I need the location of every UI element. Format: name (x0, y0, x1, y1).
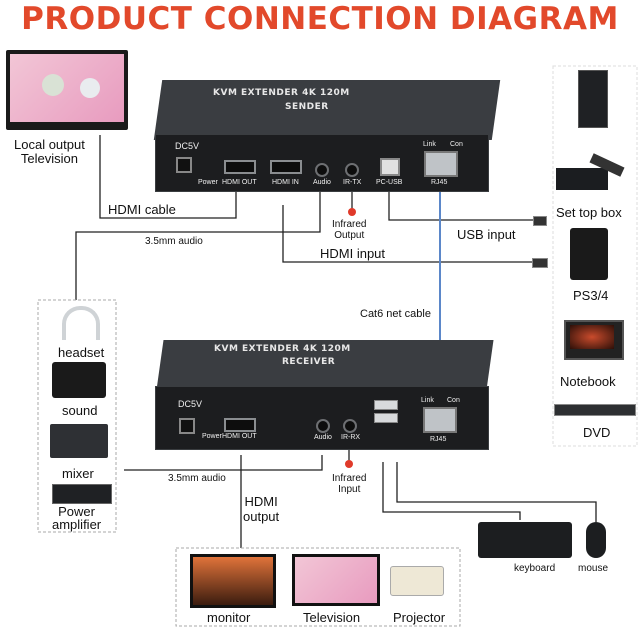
hdmi-input-label: HDMI input (320, 246, 386, 261)
local-tv (6, 50, 128, 130)
bottom-device-label-0: monitor (207, 610, 251, 625)
sender-rj45-label: RJ45 (431, 179, 448, 186)
cat6-label: Cat6 net cable (360, 308, 431, 320)
left-device-label-2: mixer (62, 466, 94, 481)
left-device-label-1: sound (62, 403, 98, 418)
right-device-label-1: PS3/4 (573, 288, 609, 303)
speakers-icon (52, 362, 106, 398)
pc-tower-icon (578, 70, 608, 128)
sender-title: KVM EXTENDER 4K 120M (213, 88, 350, 98)
sender-hdmi-out-label: HDMI OUT (222, 179, 257, 186)
sender-subtitle: SENDER (285, 102, 329, 112)
left-device-label-3: Power amplifier (52, 504, 102, 532)
sender-hdmi-out-port (224, 160, 256, 174)
peripheral-label-1: mouse (578, 563, 609, 574)
receiver-title: KVM EXTENDER 4K 120M (214, 344, 351, 354)
sender-ir-jack (345, 163, 359, 177)
sender-audio-label: Audio (313, 179, 331, 186)
receiver-audio-label: Audio (314, 434, 332, 441)
sender-pcusb-label: PC-USB (376, 179, 403, 186)
receiver-power-label: Power (202, 433, 222, 440)
projector-icon (390, 566, 444, 596)
receiver-ir-emitter (345, 460, 353, 468)
peripheral-label-0: keyboard (514, 563, 556, 574)
bottom-device-label-1: Television (303, 610, 361, 625)
headset-icon (62, 306, 100, 340)
sender-audio-jack (315, 163, 329, 177)
mouse-icon (586, 522, 606, 558)
receiver-dc-label: DC5V (178, 399, 203, 409)
sender-hdmi-in-port (270, 160, 302, 174)
tv-screen (10, 54, 124, 122)
hdmi-cable-label: HDMI cable (108, 202, 176, 217)
amplifier-icon (52, 484, 112, 504)
sender-ir-emitter (348, 208, 356, 216)
sender-hdmi-in-label: HDMI IN (272, 179, 299, 186)
receiver-hdmi-out-label: HDMI OUT (222, 433, 257, 440)
receiver-dc-jack (179, 418, 195, 434)
keyboard-icon (478, 522, 572, 558)
right-device-label-2: Notebook (560, 374, 616, 389)
usb-plug-icon (533, 216, 547, 226)
set-top-box-icon (556, 168, 608, 190)
sender-con-label: Con (450, 141, 463, 148)
dvd-player-icon (554, 404, 636, 416)
receiver-ir-jack (343, 419, 357, 433)
infrared-input-label: Infrared Input (332, 473, 367, 495)
page-title: PRODUCT CONNECTION DIAGRAM (21, 1, 619, 37)
local-tv-label: Local output Television (14, 137, 85, 166)
receiver-audio-jack (316, 419, 330, 433)
receiver-hdmi-out-port (224, 418, 256, 432)
sender-ir-label: IR-TX (343, 179, 362, 186)
hdmi-plug-icon (532, 258, 548, 268)
receiver-usb-port-1 (374, 400, 398, 410)
bottom-device-label-2: Projector (393, 610, 446, 625)
television-icon (292, 554, 380, 606)
sender-dc-jack (176, 157, 192, 173)
tv-character-2 (80, 78, 100, 98)
right-device-label-0: Set top box (556, 205, 622, 220)
sender-dc-label: DC5V (175, 141, 200, 151)
ps-console-icon (570, 228, 608, 280)
receiver-rj45-port (423, 407, 457, 433)
receiver-subtitle: RECEIVER (282, 357, 336, 367)
receiver-ir-label: IR-RX (341, 434, 361, 441)
sender-pcusb-port (380, 158, 400, 176)
audio-35-top-label: 3.5mm audio (145, 236, 203, 247)
receiver-link-label: Link (421, 397, 434, 404)
receiver-con-label: Con (447, 397, 460, 404)
receiver-rj45-label: RJ45 (430, 436, 447, 443)
right-device-label-3: DVD (583, 425, 611, 440)
usb-input-label: USB input (457, 227, 516, 242)
sender-rj45-port (424, 151, 458, 177)
sender-power-label: Power (198, 179, 218, 186)
hdmi-output-label: HDMI output (243, 494, 280, 524)
tv-character-1 (42, 74, 64, 96)
mixer-icon (50, 424, 108, 458)
audio-35-bottom-label: 3.5mm audio (168, 473, 226, 484)
left-device-label-0: headset (58, 345, 105, 360)
receiver-usb-port-2 (374, 413, 398, 423)
notebook-screen (570, 325, 614, 349)
monitor-icon (190, 554, 276, 608)
infrared-output-label: Infrared Output (332, 219, 367, 241)
sender-link-label: Link (423, 141, 436, 148)
